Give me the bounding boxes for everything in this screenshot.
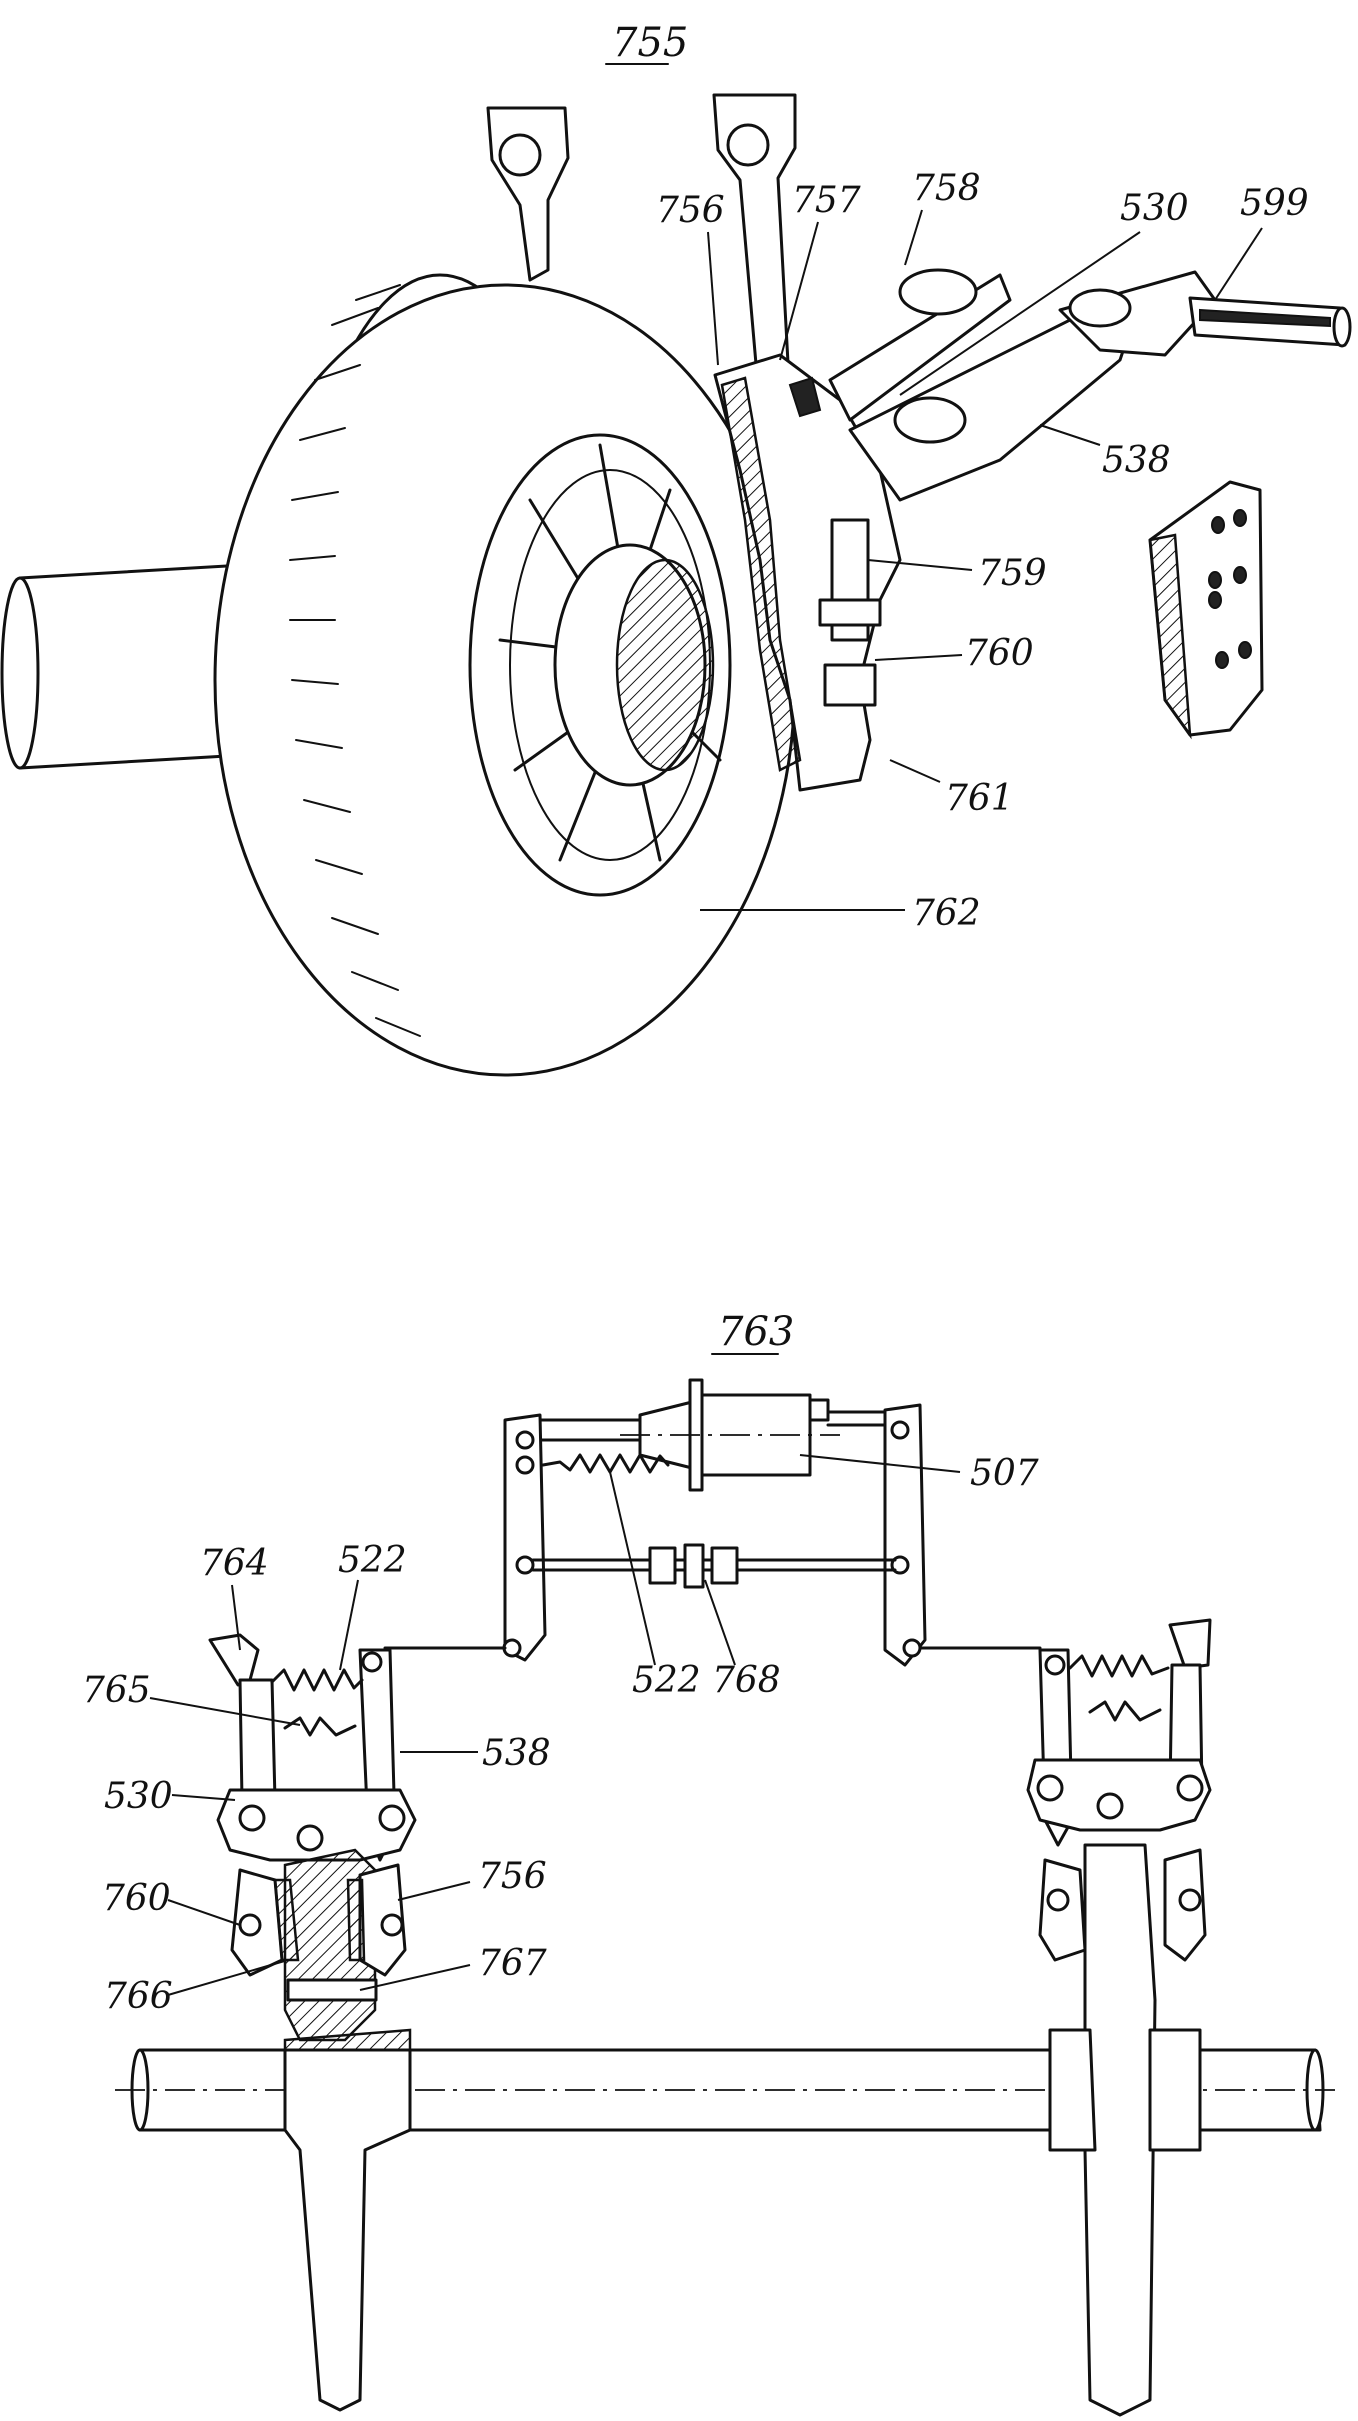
label-522-upper: 522 <box>338 1540 407 1581</box>
label-765: 765 <box>82 1670 151 1711</box>
pad-rivets <box>1208 509 1252 669</box>
label-767: 767 <box>478 1943 547 1984</box>
label-599: 599 <box>1240 183 1309 224</box>
figure-755: 755 <box>0 20 1352 1077</box>
part-labels-763: 507 764 522 522 768 765 538 530 760 756 … <box>82 1453 1039 2017</box>
label-530: 530 <box>1120 188 1189 229</box>
label-764: 764 <box>200 1543 269 1584</box>
figure-763: 763 <box>82 1309 1335 2417</box>
label-757: 757 <box>792 180 861 221</box>
label-756: 756 <box>656 190 725 231</box>
suspension-hangers <box>486 93 797 412</box>
brake-pad <box>1148 480 1264 740</box>
leader-lines-755 <box>700 209 1263 911</box>
top-linkage <box>383 1403 1042 1667</box>
label-538: 538 <box>482 1733 551 1774</box>
label-759: 759 <box>978 553 1047 594</box>
cooling-vanes <box>289 284 421 1037</box>
brake-levers <box>828 268 1217 502</box>
label-766: 766 <box>104 1976 173 2017</box>
left-brake-unit <box>208 1633 417 2087</box>
label-507: 507 <box>970 1453 1039 1494</box>
label-530: 530 <box>104 1776 173 1817</box>
figure-number-755: 755 <box>612 20 688 66</box>
leader-lines-763 <box>149 1454 961 1996</box>
label-762: 762 <box>912 893 981 934</box>
hub-boss <box>553 543 715 787</box>
wheelset <box>115 1843 1335 2417</box>
brake-disc <box>213 273 797 1077</box>
brake-cylinder <box>620 1378 840 1492</box>
figure-number-763: 763 <box>718 1309 794 1355</box>
label-761: 761 <box>945 778 1014 819</box>
part-labels-755: 756 757 758 530 599 538 759 760 761 762 <box>656 168 1309 934</box>
brake-caliper-assembly <box>713 353 902 792</box>
pull-rod <box>1188 296 1352 348</box>
label-538: 538 <box>1102 440 1171 481</box>
label-768: 768 <box>712 1660 781 1701</box>
right-brake-unit <box>1026 1618 1212 1962</box>
label-756: 756 <box>478 1856 547 1897</box>
label-522-lower: 522 <box>632 1660 701 1701</box>
label-758: 758 <box>912 168 981 209</box>
label-760: 760 <box>102 1878 171 1919</box>
label-760: 760 <box>965 633 1034 674</box>
